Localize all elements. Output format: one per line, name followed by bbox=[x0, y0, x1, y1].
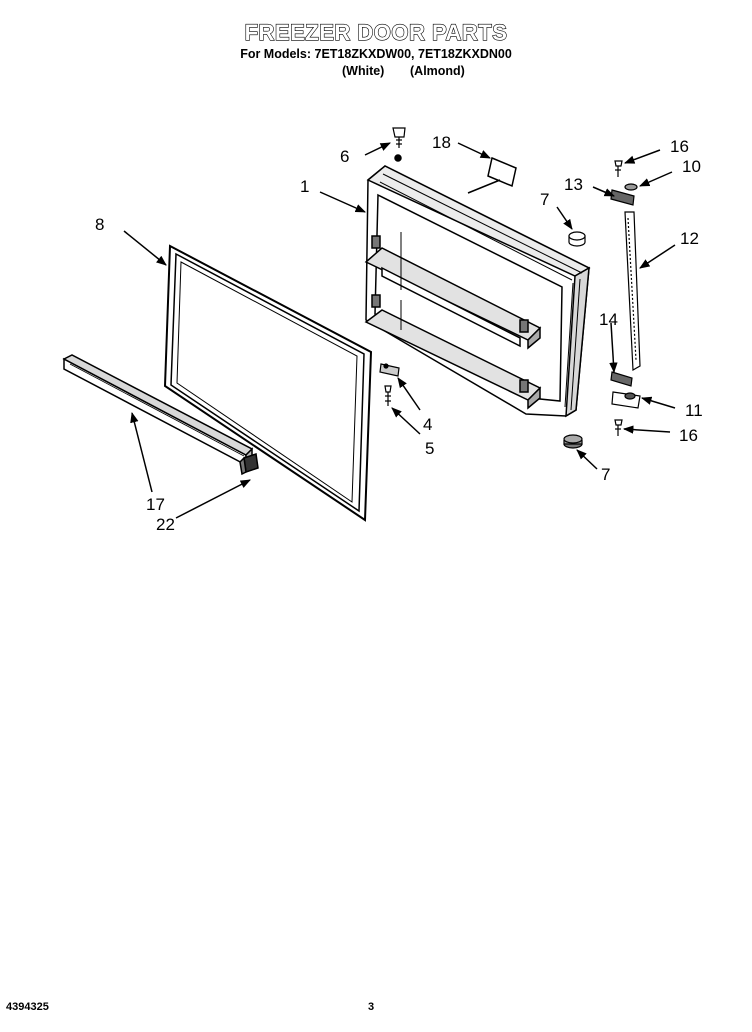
plug-button-bottom bbox=[563, 434, 583, 449]
callout-5: 5 bbox=[425, 439, 434, 458]
color-almond-label: (Almond) bbox=[410, 64, 465, 78]
callout-7-bottom: 7 bbox=[601, 465, 610, 484]
screw-5 bbox=[384, 385, 392, 406]
screw-6 bbox=[392, 127, 406, 148]
end-cap bbox=[239, 453, 259, 476]
callout-4: 4 bbox=[423, 415, 432, 434]
leader-lines bbox=[123, 142, 676, 519]
door-stop-bracket bbox=[379, 363, 400, 377]
color-white-label: (White) bbox=[342, 64, 385, 78]
models-line: For Models: 7ET18ZKXDW00, 7ET18ZKXDN00 bbox=[240, 47, 512, 61]
callout-12: 12 bbox=[680, 229, 699, 248]
callout-6: 6 bbox=[340, 147, 349, 166]
page-number: 3 bbox=[368, 1001, 375, 1013]
callout-14: 14 bbox=[599, 310, 618, 329]
callout-16-top: 16 bbox=[670, 137, 689, 156]
callout-10: 10 bbox=[682, 157, 701, 176]
label-18 bbox=[487, 156, 517, 188]
callout-11: 11 bbox=[685, 401, 703, 420]
door-gasket bbox=[163, 244, 373, 522]
document-number: 4394325 bbox=[6, 1001, 49, 1013]
callout-17: 17 bbox=[146, 495, 165, 514]
callout-7-top: 7 bbox=[540, 190, 549, 209]
callout-18: 18 bbox=[432, 133, 451, 152]
callout-13: 13 bbox=[564, 175, 583, 194]
callout-8: 8 bbox=[95, 215, 104, 234]
callout-16-bottom: 16 bbox=[679, 426, 698, 445]
callout-22: 22 bbox=[156, 515, 175, 534]
page-title: FREEZER DOOR PARTS bbox=[244, 19, 508, 45]
hinge-assembly bbox=[610, 160, 641, 436]
plug-button-top bbox=[568, 231, 586, 247]
door-handle-trim bbox=[62, 354, 254, 467]
callout-1: 1 bbox=[300, 177, 309, 196]
door-liner-assembly bbox=[364, 154, 591, 418]
